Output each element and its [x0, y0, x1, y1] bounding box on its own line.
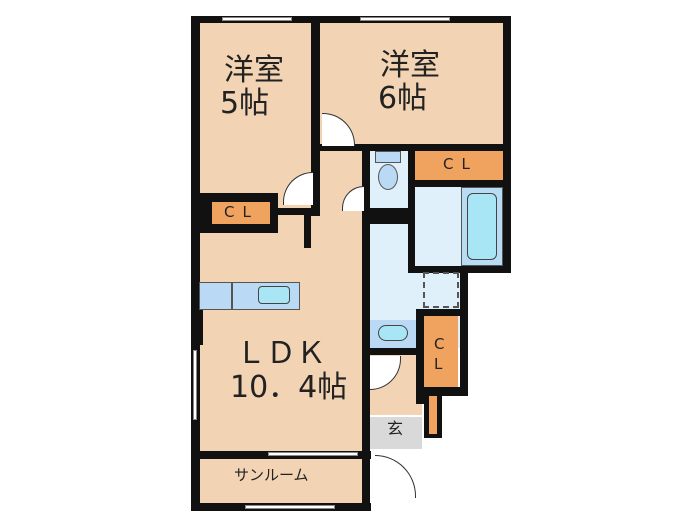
kitchen-sink — [258, 286, 290, 304]
room-6-name: 洋室 — [380, 48, 440, 83]
window-room5 — [222, 17, 292, 21]
room-5-size: 5帖 — [220, 86, 270, 121]
wall-top — [191, 16, 511, 23]
room-ldk — [199, 190, 362, 452]
ldk-size: 10．4帖 — [230, 370, 348, 405]
wall-wash-right — [460, 266, 468, 396]
wall-room5-bottom — [270, 208, 320, 215]
wall-cl-hall-frame — [416, 309, 424, 404]
room-sunroom — [199, 458, 362, 503]
room-western-6 — [320, 22, 503, 145]
door-entrance — [375, 455, 416, 498]
sunroom-label: サンルーム — [234, 466, 309, 484]
wall-cl-hall-top — [416, 309, 466, 316]
closet-hall-label: C L — [434, 335, 445, 373]
washbasin — [378, 325, 408, 341]
closet-room2-label: CL — [443, 155, 478, 173]
wall-left — [191, 16, 200, 511]
wall-sunroom-right — [362, 451, 370, 511]
wall-cl2-bottom — [408, 180, 511, 187]
wall-cl-hall-bottom — [416, 387, 468, 396]
wall-toilet-bottom — [362, 208, 414, 224]
closet-hall — [423, 315, 458, 387]
room-western-5 — [199, 22, 311, 190]
entrance-label: 玄 — [387, 419, 404, 438]
wall-wash-bottom — [362, 348, 424, 355]
bathtub — [467, 193, 497, 260]
entrance-floor — [370, 417, 422, 449]
closet-room1-label: CL — [224, 203, 259, 221]
window-ldk-sunroom — [268, 452, 358, 456]
room-5-name: 洋室 — [224, 53, 284, 88]
toilet-bowl — [378, 164, 398, 190]
kitchen-counter-left — [199, 282, 232, 310]
window-ldk-left — [193, 350, 197, 420]
wall-ldk-right — [362, 150, 370, 455]
wall-bath-bottom — [408, 266, 511, 273]
wall-room6-bottom — [320, 144, 510, 151]
room-6-size: 6帖 — [378, 81, 428, 116]
ldk-name: ＬＤＫ — [236, 336, 326, 371]
closet-room2 — [414, 150, 503, 180]
toilet-tank — [375, 151, 401, 163]
closet-room1-fill — [212, 202, 270, 224]
wall-stub — [304, 212, 311, 248]
window-room6 — [360, 17, 450, 21]
wall-right-top — [503, 16, 511, 269]
closet-hall-narrow-inner — [429, 396, 437, 434]
washing-machine-space — [423, 272, 459, 308]
wall-rooms-divider — [311, 16, 320, 216]
window-sunroom-bottom — [245, 505, 335, 509]
wall-kitchen-stub — [191, 305, 203, 345]
